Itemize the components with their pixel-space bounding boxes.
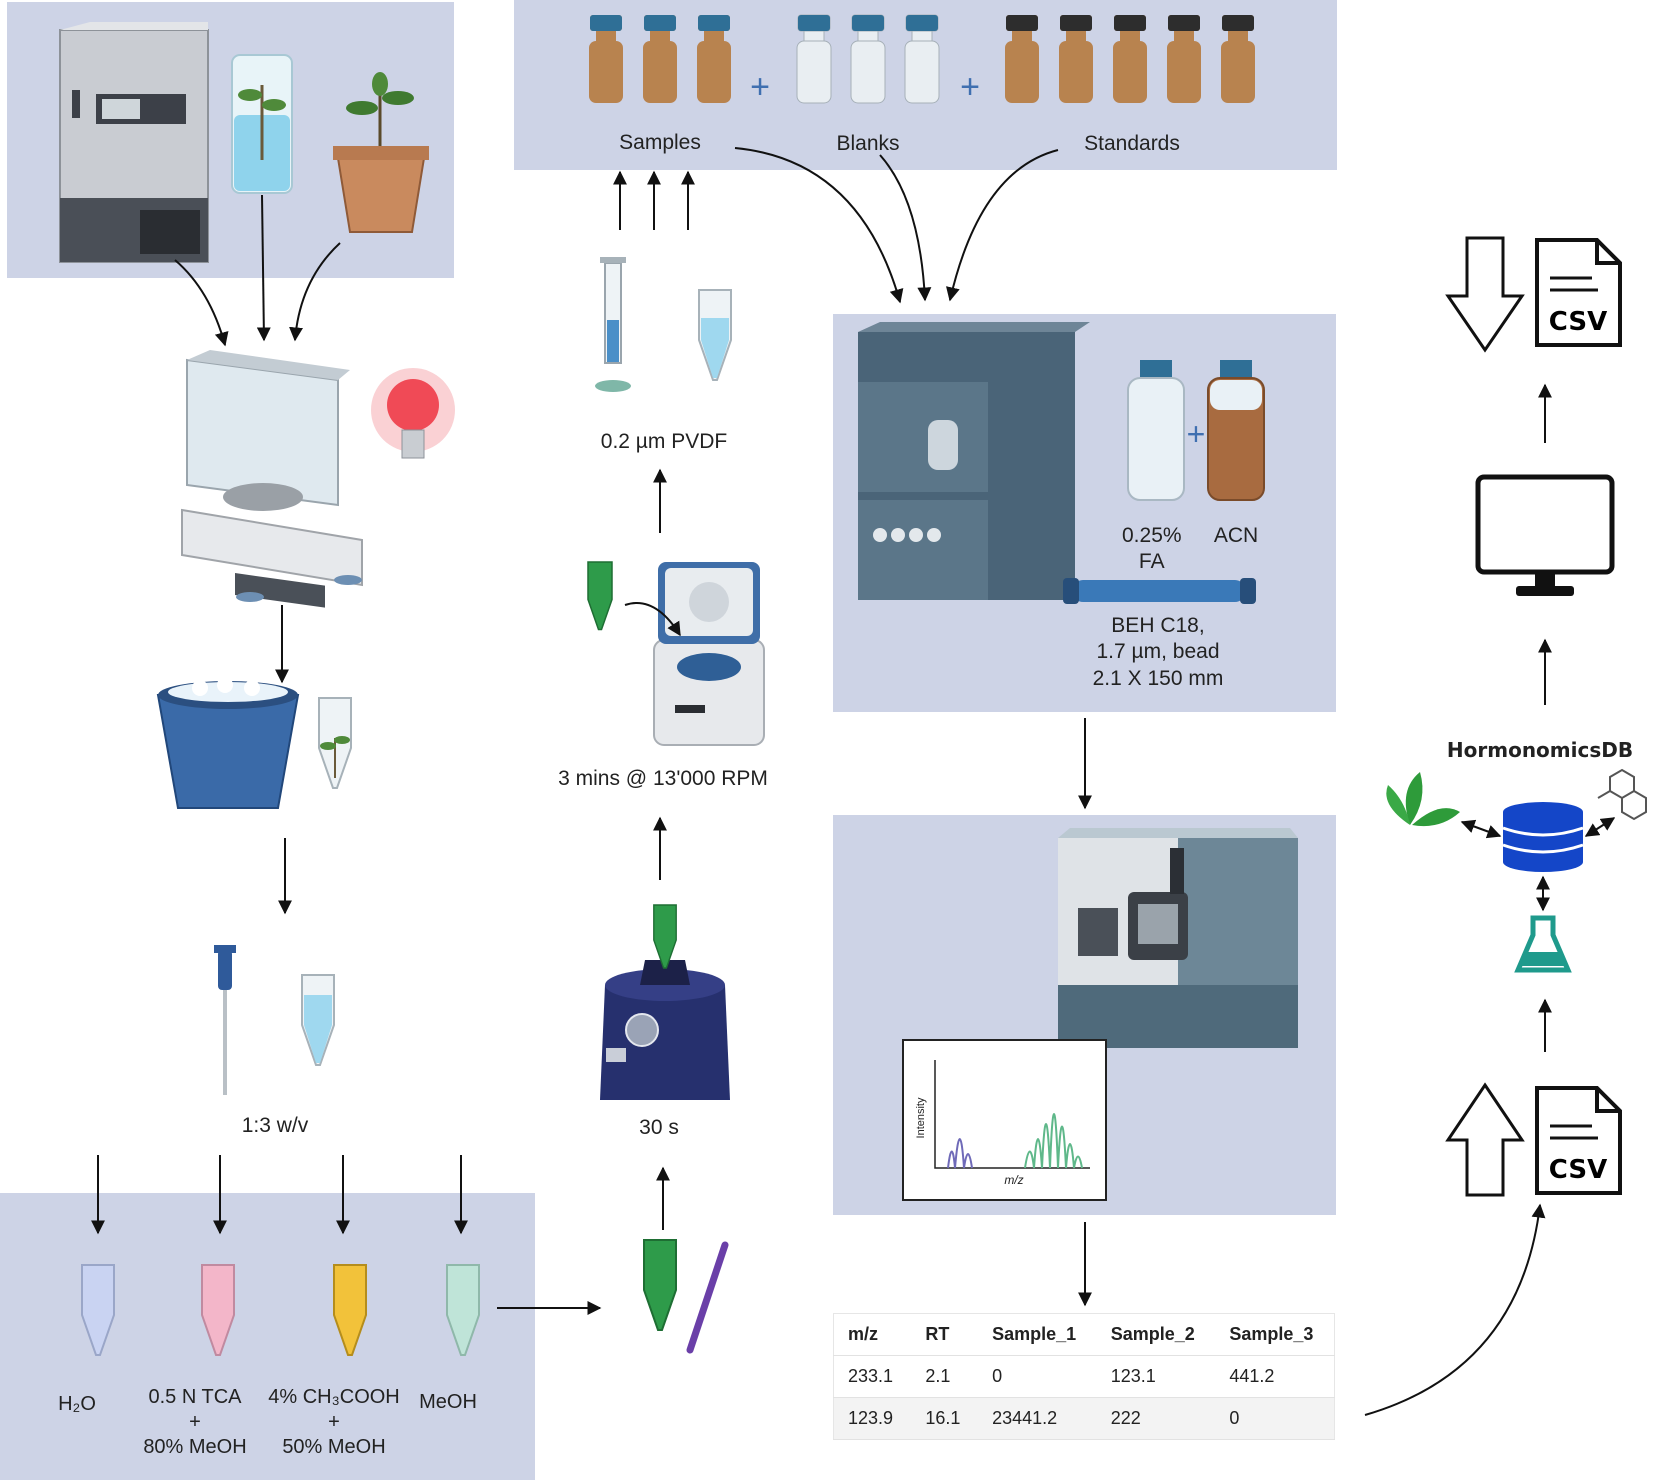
download-arrow-icon <box>1445 236 1525 353</box>
table-cell: 0 <box>1215 1397 1335 1440</box>
ms-instrument-icon <box>1058 828 1298 1048</box>
tube-acetic-icon <box>333 1264 367 1356</box>
header-sample-2: Sample_2 <box>1096 1313 1216 1356</box>
syringe-filter-icon <box>595 257 631 392</box>
potted-plant-icon <box>333 72 429 233</box>
filtered-tube-icon <box>698 289 732 381</box>
filter-label: 0.2 µm PVDF <box>600 430 728 453</box>
results-table: m/z RT Sample_1 Sample_2 Sample_3 233.1 … <box>833 1313 1335 1440</box>
table-row: 233.1 2.1 0 123.1 441.2 <box>833 1355 1335 1398</box>
sample-vials-icon <box>589 15 731 103</box>
table-cell: 0 <box>978 1355 1097 1398</box>
fa-bottle-icon <box>1127 360 1185 501</box>
tube-meoh-icon <box>446 1264 480 1356</box>
header-sample-1: Sample_1 <box>978 1313 1097 1356</box>
ratio-label: 1:3 w/v <box>241 1114 309 1137</box>
standard-vials-icon <box>1005 15 1255 103</box>
standards-label: Standards <box>1084 132 1180 155</box>
csv-top-label: CSV <box>1549 307 1607 337</box>
table-cell: 123.9 <box>833 1397 912 1440</box>
tube-tca-icon <box>201 1264 235 1356</box>
acn-bottle-icon <box>1207 360 1265 501</box>
molecule-icon <box>1597 768 1647 821</box>
header-mz: m/z <box>833 1313 912 1356</box>
freezer-icon <box>59 22 209 263</box>
lc-instrument-icon <box>858 322 1090 600</box>
h2o-label: H₂O <box>58 1393 96 1415</box>
header-sample-3: Sample_3 <box>1215 1313 1335 1356</box>
pipette-icon <box>214 945 236 1095</box>
lc-column-icon <box>1063 578 1256 604</box>
samples-label: Samples <box>619 131 701 154</box>
tube-with-water-plant-icon <box>301 974 335 1066</box>
ice-bucket-icon <box>156 677 300 809</box>
csv-bottom-label: CSV <box>1549 1155 1607 1185</box>
database-icon <box>1502 802 1584 872</box>
table-cell: 23441.2 <box>978 1397 1097 1440</box>
table-cell: 233.1 <box>833 1355 912 1398</box>
spectrum-xlabel: m/z <box>1004 1173 1023 1187</box>
fa-label: 0.25%FA <box>1122 524 1182 574</box>
plus-sign-lc: + <box>1187 416 1206 452</box>
blanks-label: Blanks <box>836 132 900 155</box>
ms-spectrum-plot <box>902 1039 1107 1201</box>
plus-sign-1: + <box>750 68 770 106</box>
upload-arrow-icon <box>1445 1082 1525 1197</box>
red-light-bulb-icon <box>371 368 455 459</box>
flask-icon <box>1514 915 1572 973</box>
spectrum-ylabel: Intensity <box>915 1097 927 1138</box>
tca-label: 0.5 N TCA+80% MeOH <box>143 1386 247 1458</box>
table-cell: 441.2 <box>1215 1355 1335 1398</box>
table-header-row: m/z RT Sample_1 Sample_2 Sample_3 <box>833 1313 1335 1356</box>
green-tube-spatula-icon <box>643 1239 729 1354</box>
acetic-label: 4% CH₃COOH+50% MeOH <box>268 1386 400 1458</box>
tube-h2o-icon <box>81 1264 115 1356</box>
analytical-balance-icon <box>181 350 363 608</box>
table-cell: 2.1 <box>911 1355 979 1398</box>
beaker-plant-icon <box>231 54 293 194</box>
plant-leaves-icon <box>1386 772 1460 827</box>
database-title: HormonomicsDB <box>1446 738 1634 762</box>
plus-sign-2: + <box>960 68 980 106</box>
header-rt: RT <box>911 1313 979 1356</box>
table-cell: 123.1 <box>1096 1355 1216 1398</box>
centrifuge-icon <box>587 561 765 746</box>
meoh-label: MeOH <box>419 1391 477 1413</box>
csv-file-bottom-icon <box>1535 1086 1622 1195</box>
table-cell: 16.1 <box>911 1397 979 1440</box>
vortex-label: 30 s <box>639 1116 679 1139</box>
computer-monitor-icon <box>1475 474 1615 596</box>
csv-file-top-icon <box>1535 238 1622 347</box>
blank-vials-icon <box>796 14 940 104</box>
vortex-mixer-icon <box>600 904 730 1100</box>
tube-with-plant-icon <box>318 697 352 789</box>
acn-label: ACN <box>1213 524 1259 547</box>
table-row: 123.9 16.1 23441.2 222 0 <box>833 1397 1335 1440</box>
table-cell: 222 <box>1096 1397 1216 1440</box>
centrifuge-label: 3 mins @ 13'000 RPM <box>558 767 768 790</box>
